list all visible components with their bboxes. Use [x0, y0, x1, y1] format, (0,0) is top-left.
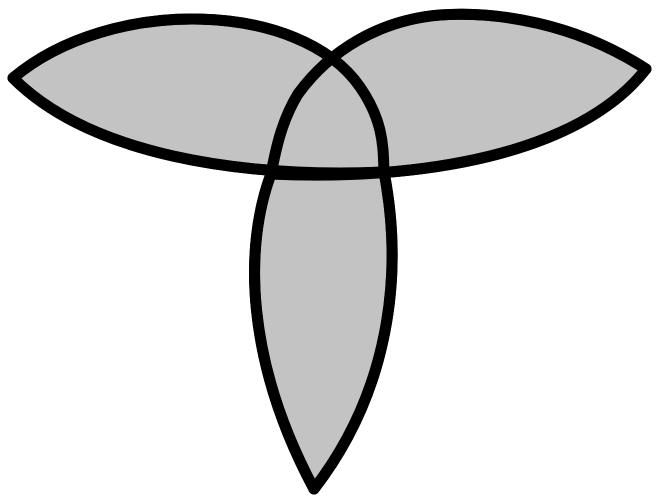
trefoil-canvas: [0, 0, 659, 496]
trefoil-diagram: [0, 0, 659, 496]
